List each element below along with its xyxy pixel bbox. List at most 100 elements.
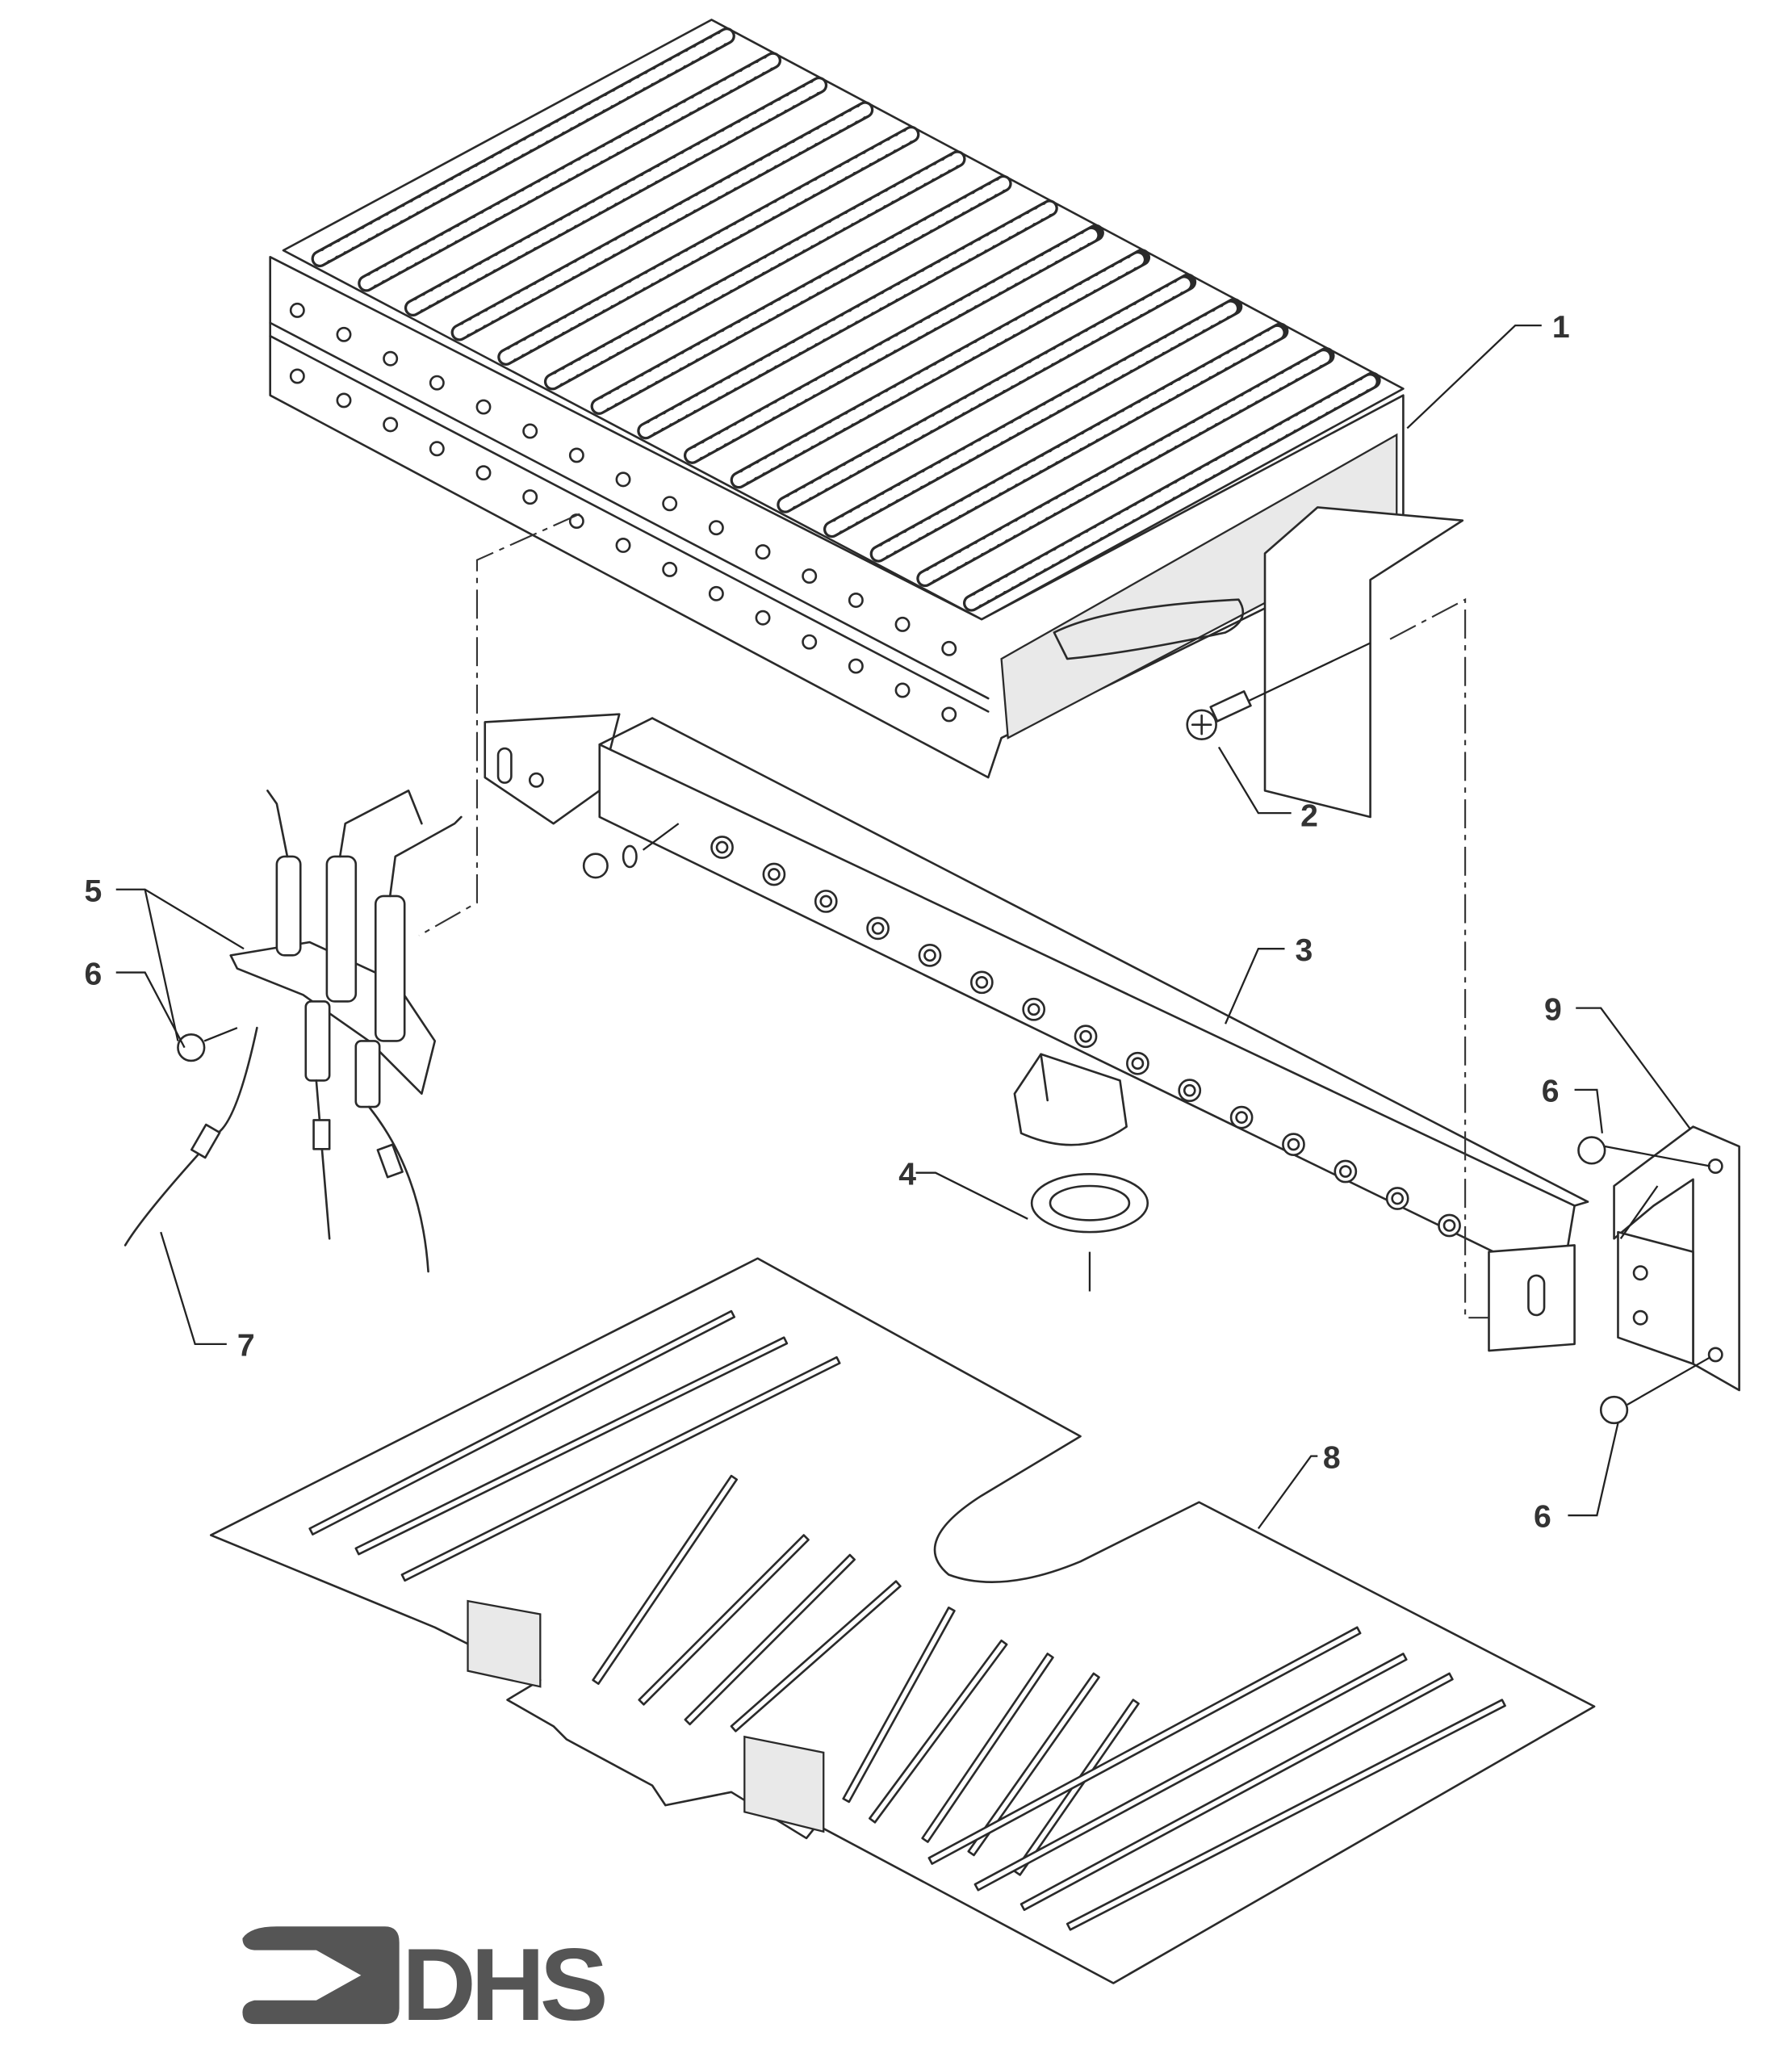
injector-jet (1126, 1051, 1149, 1075)
injector-jet (1334, 1159, 1358, 1184)
burner-hole (941, 706, 957, 723)
burner-hole (289, 302, 305, 318)
burner-blade-slots (826, 300, 1241, 535)
plate-slot (967, 1672, 1100, 1857)
heat-shield-plate (209, 1257, 1596, 1984)
injector-jet (814, 890, 838, 913)
injector-jet (918, 943, 942, 967)
burner-hole (708, 520, 724, 536)
screw-2 (1186, 642, 1371, 740)
plate-slot (592, 1474, 739, 1685)
burner-hole (475, 465, 492, 481)
burner-hole (894, 616, 911, 632)
injector-jet (762, 862, 786, 886)
burner-hole (429, 375, 445, 391)
injector-jet (1022, 997, 1046, 1021)
burner-hole (429, 441, 445, 457)
callout-5: 5 (85, 874, 103, 908)
burner-hole (848, 658, 864, 674)
dhs-logo: DHS (242, 1926, 609, 2042)
burner-hole (802, 568, 818, 584)
plate-slot (400, 1355, 841, 1582)
mounting-bracket (1263, 506, 1464, 819)
plate-slot (638, 1534, 810, 1706)
injector-jet-orifice (975, 975, 989, 989)
burner-hole (568, 447, 584, 463)
injector-jet-orifice (1338, 1165, 1352, 1178)
plate-slot (1013, 1699, 1140, 1876)
injector-jet-orifice (1079, 1029, 1092, 1043)
burner-hole (615, 471, 631, 488)
burner-assembly (269, 19, 1405, 779)
burner-blade-slots (686, 227, 1102, 462)
callout-1: 1 (1552, 310, 1570, 345)
burner-blade-slots (965, 374, 1379, 610)
plate-slot (730, 1580, 902, 1732)
burner-hole (615, 538, 631, 553)
burner-hole (383, 417, 399, 433)
injector-jet (969, 970, 994, 995)
alignment-lines (418, 513, 1489, 1319)
burner-blade-slots (500, 128, 918, 363)
burner-hole (662, 496, 678, 512)
burner-hole (708, 585, 724, 601)
callout-6c: 6 (1534, 1500, 1551, 1535)
plate-slot (869, 1639, 1008, 1824)
injector-jet-orifice (1442, 1219, 1456, 1232)
logo-text: DHS (402, 1927, 605, 2042)
burner-hole (755, 610, 771, 626)
burner-blade-slots (407, 79, 825, 314)
burner-hole (383, 350, 399, 367)
burner-blade-slots (546, 153, 964, 388)
injector-jet (1438, 1213, 1461, 1238)
injector-jet-orifice (1235, 1111, 1248, 1124)
injector-jet (710, 836, 734, 859)
burner-hole (802, 634, 818, 650)
injector-jet (866, 916, 890, 941)
injector-jet (1074, 1024, 1098, 1049)
sealing-washer (1030, 1173, 1149, 1292)
gas-manifold (484, 713, 1589, 1352)
injector-jet-orifice (1287, 1138, 1300, 1151)
plate-slot (842, 1607, 956, 1804)
burner-hole (662, 561, 678, 577)
callout-leaders (115, 325, 1692, 1530)
callout-3: 3 (1296, 933, 1313, 968)
callout-6b: 6 (1542, 1075, 1560, 1109)
burner-hole (941, 640, 957, 656)
callout-7: 7 (237, 1329, 255, 1364)
plate-slot (308, 1309, 736, 1536)
injector-jet-orifice (819, 895, 833, 908)
burner-blade-slots (779, 275, 1194, 511)
burner-blade-slots (453, 103, 871, 339)
callout-4: 4 (898, 1157, 916, 1192)
injector-jet (1282, 1133, 1305, 1156)
side-bracket (1577, 1125, 1740, 1425)
injector-jet (1229, 1105, 1254, 1129)
burner-hole (755, 544, 771, 560)
callout-9: 9 (1544, 992, 1562, 1027)
injector-jet-orifice (871, 922, 885, 935)
burner-blade-slots (360, 54, 779, 290)
plate-slot (684, 1553, 856, 1726)
plate-slot (354, 1336, 789, 1556)
injector-jet-orifice (1027, 1003, 1040, 1016)
burner-hole (848, 593, 864, 608)
plate-slot (973, 1653, 1408, 1892)
injector-jet-orifice (715, 840, 729, 854)
injector-jet (1385, 1187, 1409, 1210)
plate-slot (921, 1653, 1054, 1843)
injector-jet-orifice (923, 949, 936, 962)
plate-slot (1020, 1672, 1454, 1912)
injector-jet-orifice (1391, 1192, 1405, 1205)
burner-hole (894, 682, 911, 698)
burner-blade-slots (639, 202, 1056, 438)
plate-slot (1066, 1699, 1506, 1931)
plate-slot (927, 1626, 1362, 1865)
burner-blade-slots (919, 350, 1333, 584)
burner-hole (475, 399, 492, 415)
injector-jet-orifice (1183, 1083, 1196, 1097)
callout-6a: 6 (85, 957, 103, 991)
burner-hole (289, 368, 305, 384)
